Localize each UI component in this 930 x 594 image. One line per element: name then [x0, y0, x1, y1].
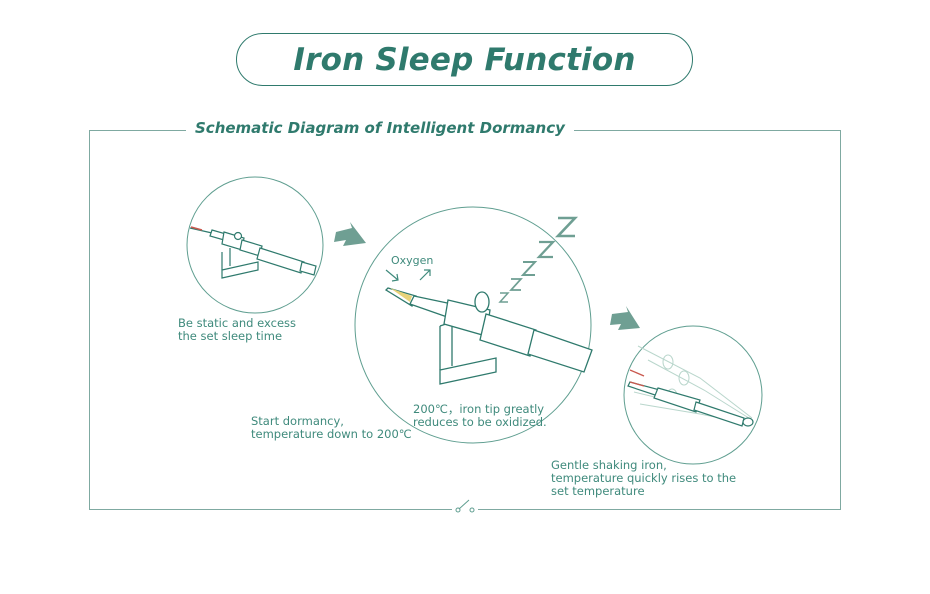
step-1-line-2: the set sleep time — [178, 329, 283, 343]
shaking-iron-main-icon — [627, 381, 754, 427]
step-1-line-1: Be static and excess — [178, 316, 296, 330]
step-3-line-1: 200℃，iron tip greatly — [413, 402, 545, 416]
sleep-z-icons — [498, 216, 579, 303]
step-1-caption: Be static and excess the set sleep time — [178, 317, 296, 343]
step-4-caption: Gentle shaking iron, temperature quickly… — [551, 459, 736, 498]
step-4-line-1: Gentle shaking iron, — [551, 458, 667, 472]
step-2-caption: Start dormancy, temperature down to 200℃ — [251, 415, 412, 441]
diagram-subtitle: Schematic Diagram of Intelligent Dormanc… — [186, 119, 574, 137]
step-4-line-3: set temperature — [551, 484, 645, 498]
step-3-caption: 200℃，iron tip greatly reduces to be oxid… — [413, 403, 547, 429]
soldering-iron-large-icon — [384, 287, 593, 373]
shaking-iron-circle — [623, 325, 763, 465]
arrow-icon-1 — [334, 222, 366, 246]
step-2-line-2: temperature down to 200℃ — [251, 427, 412, 441]
oxygen-arrow-icons — [385, 269, 431, 282]
switch-icon — [452, 499, 478, 515]
oxygen-label: Oxygen — [391, 254, 434, 267]
step-2-line-1: Start dormancy, — [251, 414, 344, 428]
soldering-iron-small-icon — [189, 227, 317, 276]
step-4-line-2: temperature quickly rises to the — [551, 471, 737, 485]
page-title: Iron Sleep Function — [293, 41, 636, 78]
static-iron-circle — [186, 176, 324, 314]
title-pill: Iron Sleep Function — [236, 33, 693, 86]
step-3-line-2: reduces to be oxidized. — [413, 415, 547, 429]
arrow-icon-2 — [610, 306, 640, 330]
iron-stand-small-icon — [221, 248, 259, 279]
